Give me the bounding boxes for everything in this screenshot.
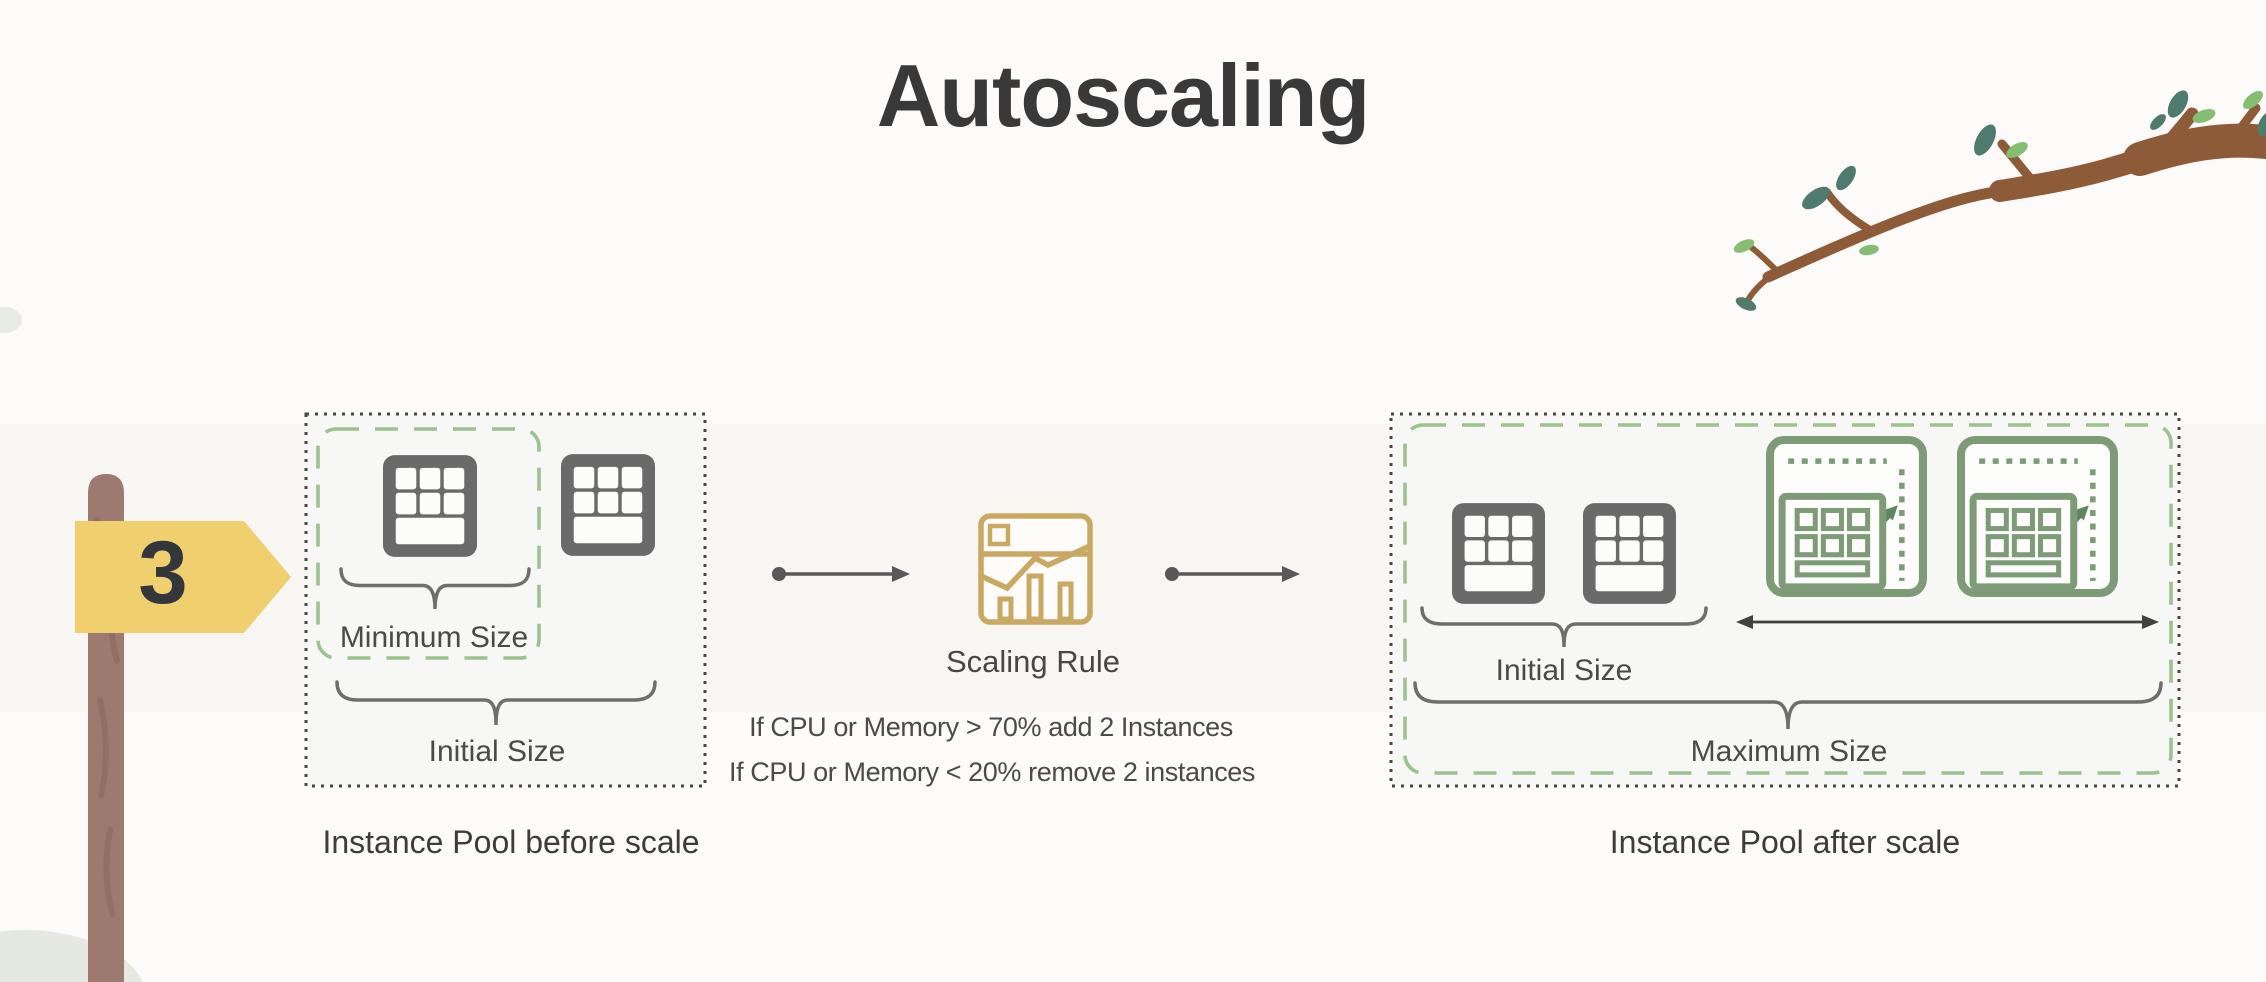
scale-out-rule-text: If CPU or Memory > 70% add 2 Instances (749, 712, 1233, 742)
initial-size-brace-right (1420, 606, 1708, 648)
pool-after-caption: Instance Pool after scale (1609, 824, 1961, 860)
leaf (1733, 239, 1755, 253)
instance-icon (561, 454, 655, 556)
flow-arrow-right (1165, 566, 1300, 582)
leaf (1735, 297, 1757, 311)
maximum-size-label: Maximum Size (1690, 735, 1888, 768)
leaf (2257, 111, 2266, 137)
maximum-size-brace (1413, 681, 2163, 730)
pool-before-caption: Instance Pool before scale (322, 824, 700, 860)
step-sign (75, 521, 291, 633)
initial-size-label-before: Initial Size (428, 735, 566, 768)
maximum-size-region (1403, 423, 2173, 775)
scaled-instance-icon (1770, 440, 1923, 593)
instance-icon (383, 455, 477, 557)
leaf (2006, 142, 2028, 158)
instance-icon (1452, 503, 1545, 604)
scale-out-extent-arrow (1736, 615, 2159, 629)
background-blob (0, 307, 22, 333)
scaling-rule-group (772, 513, 1300, 625)
instance-icon (1583, 503, 1676, 604)
pool-before-group (304, 412, 707, 788)
scale-in-rule-text: If CPU or Memory < 20% remove 2 instance… (728, 757, 1256, 787)
minimum-size-brace (339, 567, 531, 610)
pool-after-group (1389, 412, 2181, 788)
minimum-size-label: Minimum Size (339, 621, 529, 654)
step-number: 3 (138, 522, 188, 622)
flow-arrow-left (772, 566, 910, 582)
leaf (2167, 90, 2189, 118)
minimum-size-region (316, 427, 541, 660)
signpost (75, 474, 291, 982)
page-title: Autoscaling (876, 46, 1371, 145)
scaling-rule-label: Scaling Rule (945, 644, 1121, 679)
scaling-rule-icon (978, 513, 1093, 625)
tree-branch-illustration (1733, 90, 2266, 311)
leaf (2192, 109, 2216, 123)
leaf (2243, 91, 2263, 109)
leaf (1802, 186, 1830, 210)
leaf (1836, 165, 1856, 191)
initial-size-label-after: Initial Size (1495, 654, 1633, 687)
initial-size-brace-left (335, 680, 657, 726)
leaf (1859, 244, 1879, 256)
leaf (2150, 114, 2166, 130)
scaled-instance-icon (1961, 440, 2114, 593)
background-blob (0, 930, 143, 982)
leaf (1974, 124, 1996, 156)
